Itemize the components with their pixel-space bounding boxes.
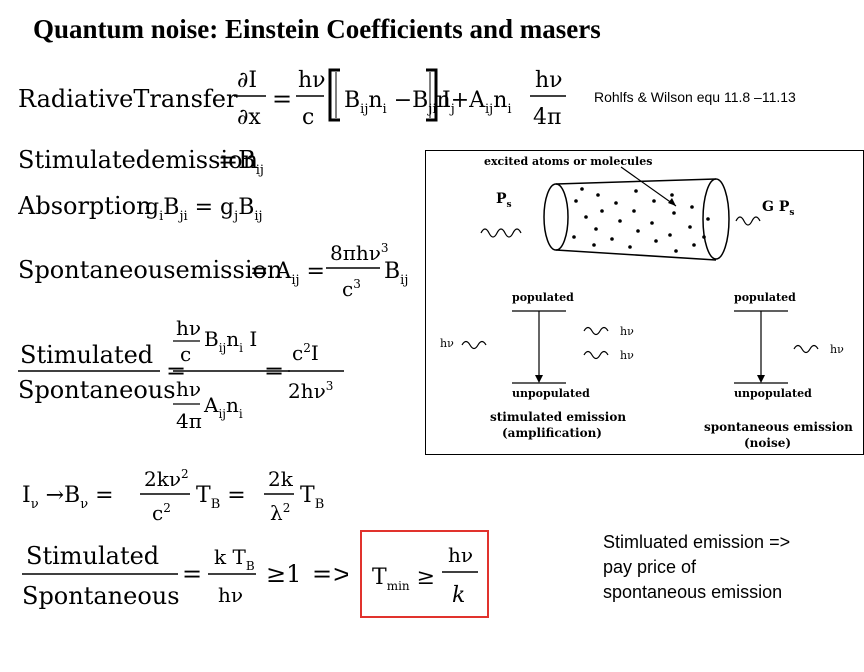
hv-out-right: hν [830,343,844,356]
maser-figure: excited atoms or molecules Ps G Ps popul… [425,150,864,455]
reference-text: Rohlfs & Wilson equ 11.8 –11.13 [594,89,796,105]
svg-text:≥1: ≥1 [266,560,301,588]
spontaneous-word: Spontaneous [18,376,176,404]
note-line-1: Stimluated emission => [603,532,791,552]
radiative-transfer-label: RadiativeTransfer [18,85,238,113]
svg-text:c2: c2 [152,501,171,525]
gps-label: G Ps [762,199,794,218]
stimulated-emission-label: Stimulatedemission [18,146,258,174]
svg-text:2kν2: 2kν2 [144,467,189,491]
svg-text:c: c [180,342,191,366]
radiative-transfer-equation: RadiativeTransfer ∂I ∂x = hν c Bijni −Bj… [18,68,566,130]
svg-text:2k: 2k [268,467,294,491]
svg-text:Bijni −Bjinj: Bijni −Bjinj [344,88,455,117]
hv-in-left: hν [440,337,454,350]
absorption-equation: Absorption giBji = gjBij [18,192,263,224]
partial-symbol: ∂I [237,68,257,93]
tmin-equation: Tmin ≥ hν k [372,543,478,608]
spon-caption-1: spontaneous emission [704,420,853,434]
svg-text:Iν →Bν =: Iν →Bν = [22,483,114,512]
svg-text:Aijni: Aijni [203,393,243,421]
spontaneous-emission-equation: Spontaneousemission = Aij = 8πhν3 c3 Bij [18,241,408,301]
spontaneous-word-2: Spontaneous [22,582,180,610]
svg-text:hν: hν [448,543,473,567]
svg-text:c3: c3 [342,277,361,301]
svg-text:= Aij =: = Aij = [250,259,325,288]
spontaneous-emission-label: Spontaneousemission [18,256,282,284]
stim-caption-2: (amplification) [502,426,602,440]
populated-right-label: populated [734,291,796,304]
slide-title: Quantum noise: Einstein Coefficients and… [33,14,601,44]
spon-caption-2: (noise) [744,436,791,450]
svg-text:=: = [182,560,202,588]
atom-dots [572,187,710,253]
svg-text:hν: hν [176,377,201,401]
stimulated-word-2: Stimulated [26,542,159,570]
absorption-label: Absorption [18,192,152,220]
temperature-ratio-equation: Stimulated Spontaneous = k TB hν ≥1 => [22,542,348,610]
svg-text:c: c [302,105,314,130]
svg-text:hν: hν [218,583,243,607]
tmin-result-box: Tmin ≥ hν k [360,530,489,618]
svg-text:4π: 4π [176,409,202,433]
svg-text:hν: hν [298,68,326,93]
ps-label: Ps [496,191,512,210]
hv-out-1: hν [620,325,634,338]
svg-text:hν: hν [176,316,201,340]
unpopulated-left-label: unpopulated [512,387,590,400]
maser-diagram: excited atoms or molecules Ps G Ps popul… [440,155,853,450]
svg-text:TB =: TB = [196,483,246,512]
hv-out-2: hν [620,349,634,362]
svg-text:2hν3: 2hν3 [288,379,333,403]
svg-text:TB: TB [300,483,324,512]
svg-text:I+Aijni: I+Aijni [442,88,512,117]
svg-text:4π: 4π [533,105,561,130]
svg-text:=: = [264,357,284,385]
svg-text:Tmin ≥: Tmin ≥ [372,565,435,593]
arrow-text: => [312,560,348,588]
svg-text:hν: hν [535,68,563,93]
svg-text:giBji = gjBij: giBji = gjBij [145,195,263,224]
svg-text:λ2: λ2 [270,501,290,525]
svg-text:8πhν3: 8πhν3 [330,241,389,265]
svg-text:c2I: c2I [292,341,319,365]
ratio-equation: Stimulated Spontaneous = hν c Bijni I hν… [18,316,344,433]
svg-text:=: = [272,85,292,113]
svg-text:∂x: ∂x [237,105,261,130]
svg-text:k TB: k TB [214,545,255,573]
unpopulated-right-label: unpopulated [734,387,812,400]
note-line-3: spontaneous emission [603,582,783,602]
svg-text:k: k [452,583,465,608]
svg-text:Bijni I: Bijni I [204,327,257,355]
rayleigh-jeans-equation: Iν →Bν = 2kν2 c2 TB = 2k λ2 TB [22,467,324,525]
stimulated-emission-equation: Stimulatedemission =Bij [18,146,264,178]
stimulated-word: Stimulated [20,341,153,369]
stim-caption-1: stimulated emission [490,410,626,424]
note-text: Stimluated emission => pay price of spon… [603,530,790,605]
excited-atoms-label: excited atoms or molecules [484,155,652,168]
note-line-2: pay price of [603,557,697,577]
populated-left-label: populated [512,291,574,304]
svg-text:Bij: Bij [384,259,408,288]
